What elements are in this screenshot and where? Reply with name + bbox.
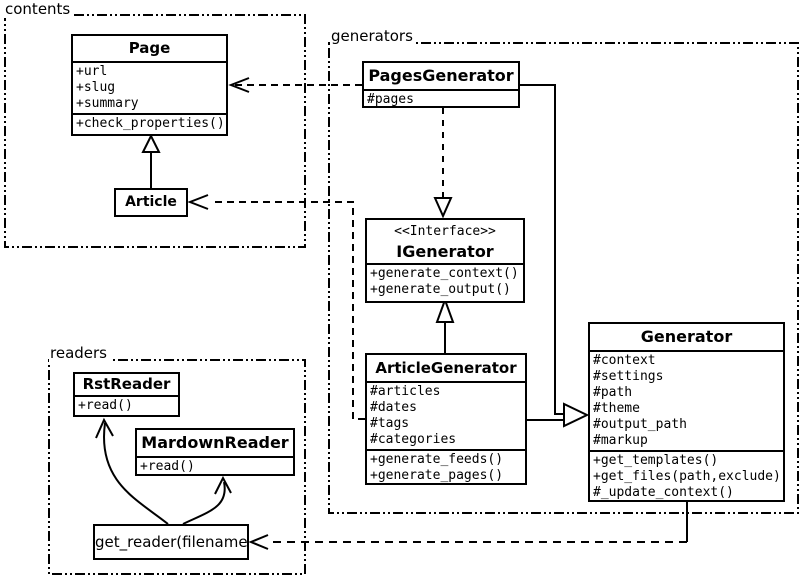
class-title: Page (128, 39, 171, 57)
methods-compartment: +check_properties() (73, 113, 226, 133)
class-title: Article (125, 194, 177, 210)
realization-pagesgenerator-igenerator (433, 108, 453, 219)
method: +generate_output() (370, 282, 511, 297)
method: +read() (140, 459, 195, 474)
package-label-readers: readers (49, 345, 110, 362)
open-arrowhead-icon (214, 475, 232, 495)
attribute: #pages (367, 92, 414, 107)
arrow-getreader-mardownreader (182, 475, 232, 525)
package-label-contents: contents (4, 1, 74, 18)
class-rstreader: RstReader +read() (73, 372, 180, 417)
function-label: get_reader(filename) (95, 533, 249, 551)
hollow-triangle-icon (141, 133, 161, 153)
package-label-generators: generators (330, 28, 416, 45)
attribute: #markup (593, 433, 648, 448)
class-generator: Generator #context #settings #path #them… (588, 322, 785, 502)
open-arrowhead-icon (95, 417, 114, 439)
hollow-triangle-icon (563, 402, 590, 428)
attribute: +summary (76, 96, 139, 111)
method: +get_files(path,exclude) (593, 469, 781, 484)
attribute: #context (593, 353, 656, 368)
dependency-articlegenerator-article (187, 194, 365, 420)
class-title: MardownReader (141, 433, 289, 452)
package-frame-readers (48, 359, 306, 575)
package-frame-contents (4, 14, 306, 248)
attributes-compartment: +url +slug +summary (73, 61, 226, 113)
class-title: RstReader (82, 375, 171, 393)
hollow-triangle-icon (435, 297, 455, 323)
class-pagesgenerator: PagesGenerator #pages (362, 61, 520, 108)
open-arrowhead-icon (248, 534, 269, 550)
attribute: #theme (593, 401, 640, 416)
generalization-articlegenerator-igenerator (435, 297, 455, 353)
methods-compartment: +read() (137, 456, 293, 474)
arrow-getreader-rstreader (95, 417, 169, 525)
attributes-compartment: #articles #dates #tags #categories (367, 381, 525, 449)
hollow-triangle-icon (433, 197, 453, 219)
class-article: Article (114, 188, 188, 217)
class-igenerator: <<Interface>> IGenerator +generate_conte… (365, 218, 525, 303)
methods-compartment: +generate_context() +generate_output() (367, 263, 523, 299)
dependency-pagesgenerator-page (228, 77, 362, 93)
class-title: ArticleGenerator (375, 359, 517, 377)
generalization-generators-generator (520, 84, 590, 428)
method: +get_templates() (593, 453, 719, 468)
attribute: #dates (370, 400, 417, 415)
attribute: #settings (593, 369, 664, 384)
class-mardownreader: MardownReader +read() (135, 428, 295, 476)
attribute: #categories (370, 432, 457, 447)
open-arrowhead-icon (187, 194, 209, 210)
attributes-compartment: #context #settings #path #theme #output_… (590, 350, 783, 450)
attribute: #tags (370, 416, 410, 431)
attribute: #articles (370, 384, 441, 399)
attributes-compartment: #pages (364, 89, 518, 107)
method: +check_properties() (76, 116, 225, 131)
dependency-generator-getreader (248, 502, 688, 550)
methods-compartment: +read() (75, 395, 178, 415)
class-page: Page +url +slug +summary +check_properti… (71, 34, 228, 136)
method: +read() (78, 398, 133, 413)
method: +generate_context() (370, 266, 519, 281)
method: +generate_feeds() (370, 452, 504, 467)
package-frame-generators (328, 42, 799, 514)
methods-compartment: +get_templates() +get_files(path,exclude… (590, 450, 783, 500)
generalization-article-page (141, 133, 161, 188)
open-arrowhead-icon (228, 77, 250, 93)
class-title: IGenerator (396, 242, 494, 261)
class-articlegenerator: ArticleGenerator #articles #dates #tags … (365, 353, 527, 485)
attribute: #output_path (593, 417, 687, 432)
method: #_update_context() (593, 485, 734, 500)
attribute: +url (76, 64, 108, 79)
attribute: +slug (76, 80, 116, 95)
stereotype-label: <<Interface>> (394, 224, 496, 239)
class-title: PagesGenerator (368, 66, 514, 85)
class-title: Generator (640, 327, 733, 346)
attribute: #path (593, 385, 633, 400)
methods-compartment: +generate_feeds() +generate_pages() (367, 449, 525, 483)
function-get-reader: get_reader(filename) (93, 524, 249, 560)
method: +generate_pages() (370, 468, 504, 483)
